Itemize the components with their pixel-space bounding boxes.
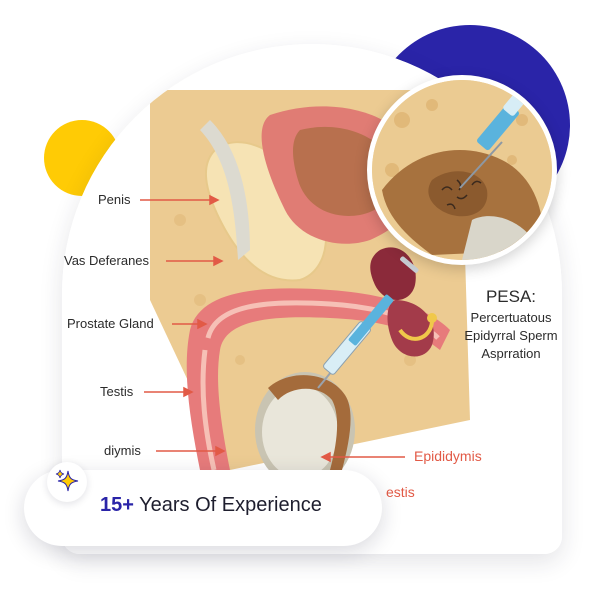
experience-label: Years Of Experience [133,494,322,516]
sparkle-icon [47,462,87,502]
procedure-line: Epidyrral Sperm [464,328,558,343]
experience-number: 15+ [100,494,134,516]
label-penis: Penis [98,192,131,207]
experience-badge: 15+ Years Of Experience [24,462,382,546]
procedure-line: Percertuatous [470,310,552,325]
syringe-graphic [317,256,419,389]
label-epididymis: Epididymis [414,448,482,464]
zoom-detail-image [367,75,557,265]
procedure-title: PESA: [485,287,537,306]
experience-text: 15+ Years Of Experience [100,494,322,517]
label-testis: Testis [100,384,134,399]
procedure-caption: PESA: Percertuatous Epidyrral Sperm Aspr… [446,287,576,363]
procedure-line: Asprration [481,346,541,361]
label-vas-deferens: Vas Deferanes [64,253,150,268]
label-epididymis-left: diymis [104,443,141,458]
label-testis-right: estis [386,484,415,500]
label-prostate-gland: Prostate Gland [67,316,154,331]
